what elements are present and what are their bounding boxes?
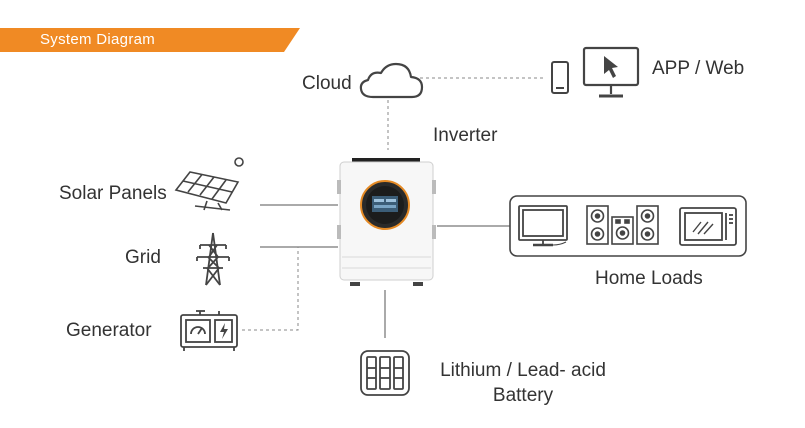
connections xyxy=(242,77,545,338)
inverter-label: Inverter xyxy=(433,125,498,146)
television-icon xyxy=(518,205,568,247)
battery-label: Lithium / Lead- acid Battery xyxy=(433,360,613,407)
home-loads-label: Home Loads xyxy=(595,268,703,289)
microwave-icon xyxy=(679,207,737,246)
app-web-label: APP / Web xyxy=(652,58,745,79)
monitor-icon xyxy=(582,46,640,98)
battery-icon xyxy=(360,350,410,396)
battery-label-line1: Lithium / Lead- acid xyxy=(440,360,606,381)
solar-panels-label: Solar Panels xyxy=(59,183,167,204)
grid-label: Grid xyxy=(125,247,161,268)
section-banner: System Diagram xyxy=(0,28,300,52)
cloud-label: Cloud xyxy=(302,73,352,94)
generator-label: Generator xyxy=(66,320,152,341)
smartphone-icon xyxy=(551,61,569,94)
cloud-icon xyxy=(359,62,424,99)
battery-label-line2: Battery xyxy=(492,385,554,406)
inverter-icon xyxy=(337,158,436,286)
transmission-tower-icon xyxy=(196,232,230,286)
solar-panel-icon xyxy=(174,157,244,211)
generator-grid-dashed-line xyxy=(242,247,299,331)
generator-icon xyxy=(180,310,238,351)
home-loads-box xyxy=(509,195,747,257)
section-title: System Diagram xyxy=(40,31,156,48)
cursor-icon xyxy=(604,56,618,78)
speaker-system-icon xyxy=(586,205,659,245)
